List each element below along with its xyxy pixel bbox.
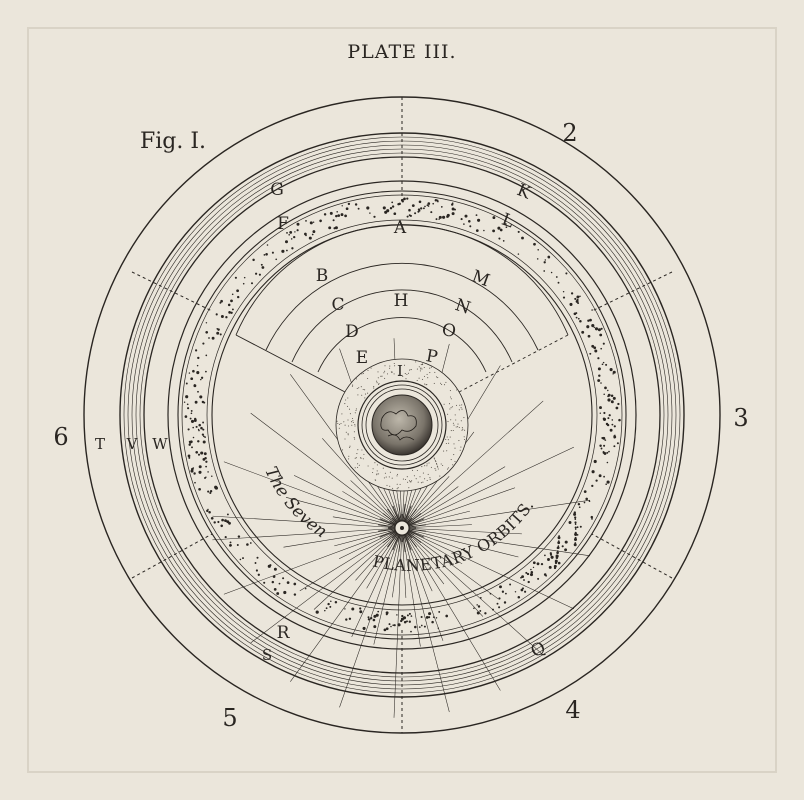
hatched-ring — [119, 132, 685, 698]
plate-border — [27, 27, 777, 773]
letter-S: S — [262, 646, 272, 664]
letter-C: C — [331, 295, 344, 315]
letter-E: E — [356, 348, 368, 368]
letter-H: H — [394, 291, 409, 311]
letter-I: I — [397, 362, 403, 380]
letter-R: R — [277, 623, 291, 643]
earth-globe — [335, 358, 469, 492]
letter-F: F — [277, 214, 289, 234]
plate-title: PLATE III. — [347, 41, 456, 63]
figure-label: Fig. I. — [140, 129, 206, 154]
letter-T: T — [95, 435, 105, 453]
letter-W: W — [152, 435, 168, 453]
number-2: 2 — [562, 119, 577, 147]
letter-V: V — [126, 435, 139, 453]
number-5: 5 — [222, 704, 237, 732]
letter-O: O — [440, 320, 457, 342]
letter-N: N — [453, 295, 473, 319]
inner-orbit-arcs — [235, 224, 569, 393]
number-4: 4 — [565, 696, 580, 724]
letter-P: P — [424, 346, 439, 368]
letter-B: B — [316, 266, 329, 286]
letter-Q: Q — [528, 638, 550, 662]
number-3: 3 — [733, 404, 748, 432]
caption-line-1: The Seven — [260, 464, 330, 543]
division-lines — [131, 97, 673, 733]
letter-D: D — [345, 322, 359, 342]
caption-the-seven: The Seven — [260, 464, 330, 543]
sun-icon — [394, 520, 410, 536]
letter-G: G — [270, 180, 284, 200]
letter-M: M — [469, 267, 492, 292]
orbit-letters: G K F L A B M C H N D O E P I T V W R S … — [95, 180, 549, 664]
outer-numbers: 2 3 4 5 6 — [53, 119, 748, 732]
number-6: 6 — [53, 423, 68, 451]
letter-A: A — [393, 218, 407, 238]
